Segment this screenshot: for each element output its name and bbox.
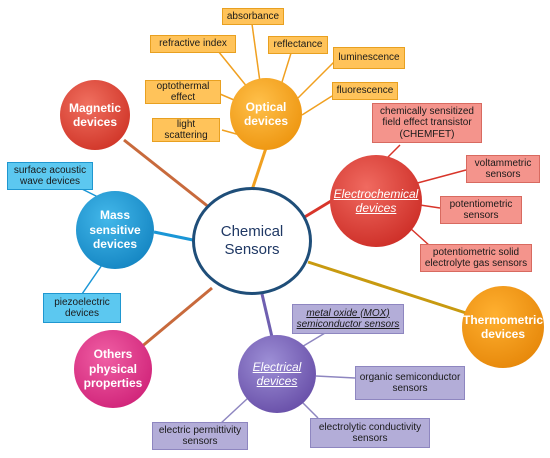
leaf-luminescence: luminescence [333,47,405,69]
node-electrochemical-devices: Electrochemical devices [330,155,422,247]
leaf-reflectance: reflectance [268,36,328,54]
leaf-light-scattering: light scattering [152,118,220,142]
leaf-fluorescence: fluorescence [332,82,398,100]
link-thermo [307,260,467,315]
link-electrical [260,293,274,338]
node-others-physical-properties: Others physical properties [74,330,152,408]
node-electrical-devices: Electrical devices [238,335,316,413]
link-magnetic [123,138,211,210]
leaf-absorbance: absorbance [222,8,284,25]
leaf-piezoelectric: piezoelectric devices [43,293,121,323]
leaf-potentiometric-sensors: potentiometric sensors [440,196,522,224]
leaf-surface-acoustic-wave: surface acoustic wave devices [7,162,93,190]
node-magnetic-devices: Magnetic devices [60,80,130,150]
node-thermometric-devices: Thermometric devices [462,286,544,368]
leaf-chemfet: chemically sensitized field effect trans… [372,103,482,143]
leaf-refractive-index: refractive index [150,35,236,53]
center-node-chemical-sensors: Chemical Sensors [192,187,312,295]
link-mass [153,230,194,242]
leaf-organic-semiconductor: organic semiconductor sensors [355,366,465,400]
leaf-electrolytic-conductivity: electrolytic conductivity sensors [310,418,430,448]
leaf-mox-sensors: metal oxide (MOX) semiconductor sensors [292,304,404,334]
node-mass-sensitive-devices: Mass sensitive devices [76,191,154,269]
leaf-voltammetric-sensors: voltammetric sensors [466,155,540,183]
link-optical [250,147,268,191]
leaf-solid-electrolyte-gas-sensors: potentiometric solid electrolyte gas sen… [420,244,532,272]
link-others [139,286,213,350]
leaf-electric-permittivity: electric permittivity sensors [152,422,248,450]
node-optical-devices: Optical devices [230,78,302,150]
leaf-optothermal-effect: optothermal effect [145,80,221,104]
